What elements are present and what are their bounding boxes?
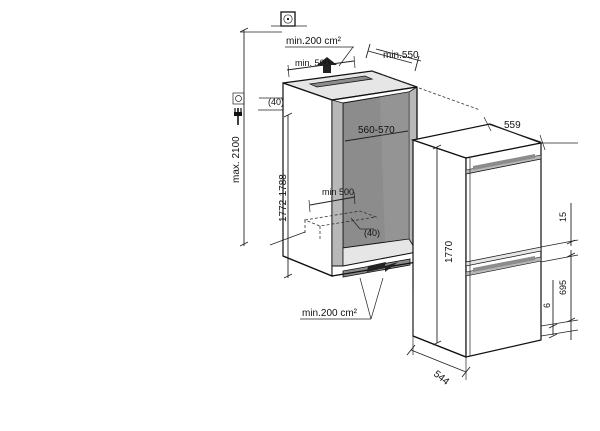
height-1772-1788-dimension: 1772-1788: [278, 112, 293, 279]
dim-695-label: 695: [558, 280, 568, 295]
right-dimensions: 15 695 6: [540, 203, 579, 340]
earth-ground-icon: [232, 92, 245, 105]
max-2100-label: max. 2100: [231, 136, 242, 183]
offset-40-top-label: (40): [268, 97, 284, 107]
niche-cabinet: [282, 82, 418, 278]
width-559-label: 559: [504, 120, 521, 131]
fridge-appliance: [410, 123, 544, 358]
airflow-in-arrow: [367, 262, 398, 272]
max-2100-dimension: max. 2100: [231, 27, 249, 247]
width-560-570-label: 560-570: [358, 125, 395, 136]
min-500-bottom-label: min 500: [322, 187, 354, 197]
niche-top-panel: min. 500: [282, 55, 418, 101]
electrical-socket-icon: [280, 11, 296, 27]
depth-544-label: 544: [431, 369, 451, 388]
dim-6-label: 6: [542, 303, 552, 308]
height-1770-dimension: 1770: [432, 144, 455, 346]
width-559-dimension: 559: [483, 116, 578, 151]
offset-40-bottom-label: (40): [364, 228, 380, 238]
height-1770-label: 1770: [444, 240, 455, 263]
height-1772-1788-label: 1772-1788: [278, 174, 289, 222]
power-plug-icon: [234, 108, 242, 125]
depth-550-dimension: [365, 43, 422, 72]
width-560-570-dimension: 560-570: [344, 125, 409, 142]
vent-top-label: min.200 cm²: [286, 36, 342, 47]
dim-15-label: 15: [558, 212, 568, 222]
min-500-top-label: min. 500: [295, 58, 330, 68]
vent-bottom-label: min.200 cm²: [302, 308, 358, 319]
